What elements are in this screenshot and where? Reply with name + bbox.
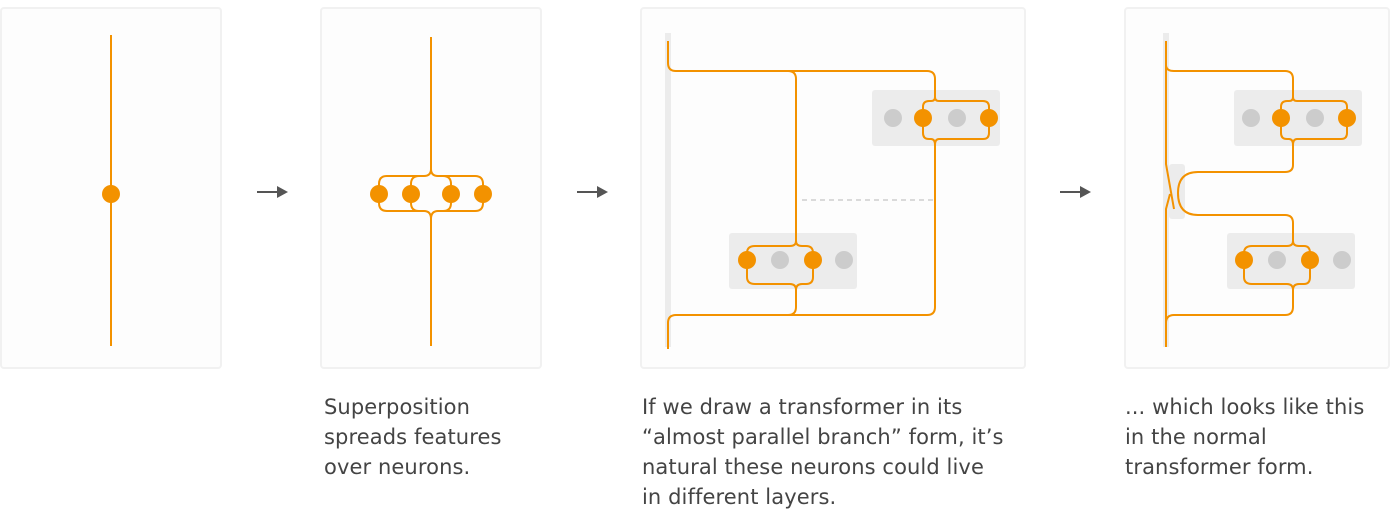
neuron-active	[1301, 251, 1319, 269]
caption-line: If we draw a transformer in its	[642, 395, 963, 419]
feature-branches	[378, 37, 484, 346]
caption-line: over neurons.	[324, 455, 471, 479]
parallel-branch-diagram	[665, 33, 1000, 349]
neuron-inactive	[835, 251, 853, 269]
panel-normal-transformer	[1124, 7, 1390, 369]
caption-line: “almost parallel branch” form, it’s	[642, 425, 1004, 449]
neuron-active	[402, 185, 420, 203]
panel-single-neuron	[0, 7, 222, 369]
neuron-active	[980, 109, 998, 127]
neuron-active	[914, 109, 932, 127]
layer-box-upper	[1234, 90, 1362, 146]
neuron-inactive	[771, 251, 789, 269]
neuron-inactive	[948, 109, 966, 127]
residual-stream-bar	[1163, 33, 1169, 347]
neuron-active	[1272, 109, 1290, 127]
residual-stream-bar	[665, 33, 671, 347]
caption-parallel-branch: If we draw a transformer in its “almost …	[642, 392, 1004, 512]
neuron-inactive	[1333, 251, 1351, 269]
neuron-active	[102, 185, 120, 203]
caption-line: ... which looks like this	[1125, 395, 1365, 419]
layer-box-upper	[872, 90, 1000, 146]
panel-parallel-branch	[640, 7, 1026, 369]
neuron-inactive	[884, 109, 902, 127]
caption-line: Superposition	[324, 395, 471, 419]
neuron-active	[1235, 251, 1253, 269]
caption-line: spreads features	[324, 425, 502, 449]
single-neuron-diagram	[102, 35, 120, 346]
normal-transformer-diagram	[1163, 33, 1362, 347]
caption-superposition: Superposition spreads features over neur…	[324, 392, 502, 482]
caption-normal-transformer: ... which looks like this in the normal …	[1125, 392, 1364, 482]
neuron-inactive	[1268, 251, 1286, 269]
neuron-active	[1338, 109, 1356, 127]
neuron-inactive	[1242, 109, 1260, 127]
neuron-active	[370, 185, 388, 203]
neuron-active	[804, 251, 822, 269]
neuron-inactive	[1306, 109, 1324, 127]
neuron-active	[442, 185, 460, 203]
right-arrow-icon	[257, 186, 288, 198]
caption-line: in the normal	[1125, 425, 1267, 449]
feature-paths	[1165, 41, 1348, 347]
caption-line: natural these neurons could live	[642, 455, 984, 479]
caption-line: transformer form.	[1125, 455, 1314, 479]
neuron-active	[474, 185, 492, 203]
feature-paths	[667, 41, 990, 349]
caption-line: in different layers.	[642, 485, 837, 509]
right-arrow-icon	[1060, 186, 1091, 198]
right-arrow-icon	[577, 186, 608, 198]
neuron-active	[738, 251, 756, 269]
panel-superposition	[320, 7, 542, 369]
superposition-diagram	[370, 37, 492, 346]
